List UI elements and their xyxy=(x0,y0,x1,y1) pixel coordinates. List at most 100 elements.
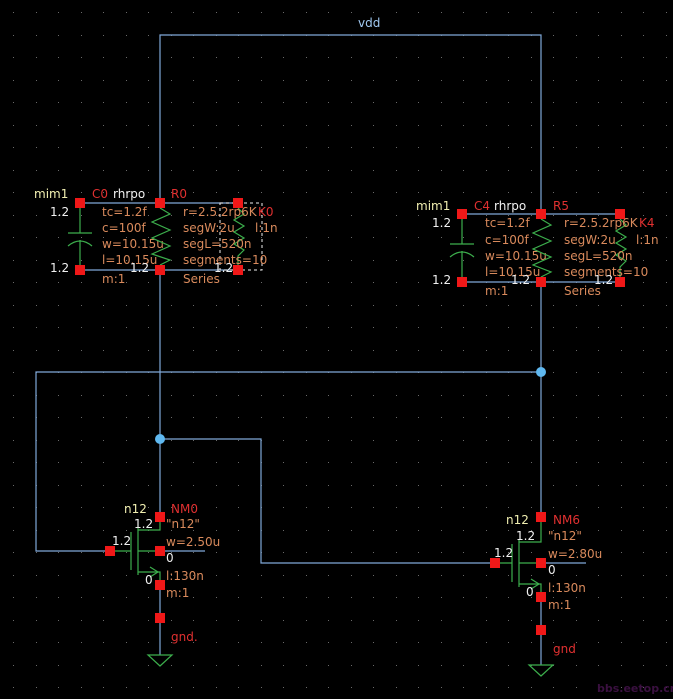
junction-dot-right[interactable] xyxy=(536,367,546,377)
grid-dot xyxy=(666,327,667,328)
grid-dot xyxy=(148,507,149,508)
grid-dot xyxy=(103,237,104,238)
grid-dot xyxy=(58,530,59,531)
pin-r5-top[interactable] xyxy=(536,209,546,219)
pin-nm0-body[interactable] xyxy=(155,546,165,556)
grid-dot xyxy=(238,665,239,666)
capacitor-c4[interactable]: mim1 C4 1.2 1.2 tc=1.2f c=100f w=10.15u … xyxy=(416,199,547,298)
pin-r5-aux-top[interactable] xyxy=(615,209,625,219)
grid-dot xyxy=(373,102,374,103)
grid-dot xyxy=(36,687,37,688)
grid-dot xyxy=(81,530,82,531)
grid-dot xyxy=(81,12,82,13)
grid-dot xyxy=(396,327,397,328)
grid-dot xyxy=(171,440,172,441)
grid-dot xyxy=(553,215,554,216)
pin-c0-top[interactable] xyxy=(75,198,85,208)
pin-c0-bottom[interactable] xyxy=(75,265,85,275)
r5-param-r: r=2.5.2rp6K xyxy=(564,216,639,230)
grid-dot xyxy=(216,215,217,216)
ground-left[interactable]: gnd. xyxy=(146,630,198,667)
pin-nm6-drain[interactable] xyxy=(536,512,546,522)
grid-dot xyxy=(126,102,127,103)
grid-dot xyxy=(238,305,239,306)
grid-dot xyxy=(306,597,307,598)
pin-r0-aux-top[interactable] xyxy=(233,198,243,208)
grid-dot xyxy=(531,192,532,193)
grid-dot xyxy=(103,440,104,441)
pin-r0-aux-bottom[interactable] xyxy=(233,265,243,275)
pin-r5-bottom[interactable] xyxy=(536,277,546,287)
grid-dot xyxy=(441,417,442,418)
grid-dot xyxy=(103,327,104,328)
grid-dot xyxy=(306,170,307,171)
grid-dot xyxy=(328,305,329,306)
grid-dot xyxy=(13,57,14,58)
pin-c4-bottom[interactable] xyxy=(457,277,467,287)
grid-dot xyxy=(598,237,599,238)
pin-r5-aux-bottom[interactable] xyxy=(615,277,625,287)
grid-dot xyxy=(148,462,149,463)
pin-nm6-gate[interactable] xyxy=(490,558,500,568)
wire-feedback-left[interactable] xyxy=(35,371,541,552)
grid-dot xyxy=(373,687,374,688)
grid-dot xyxy=(58,12,59,13)
junction-dot-left[interactable] xyxy=(155,434,165,444)
grid-dot xyxy=(13,192,14,193)
pin-r0-top[interactable] xyxy=(155,198,165,208)
pin-nm0-source[interactable] xyxy=(155,580,165,590)
grid-dot xyxy=(148,597,149,598)
pin-nm0-gnd[interactable] xyxy=(155,613,165,623)
grid-dot xyxy=(216,485,217,486)
grid-dot xyxy=(643,102,644,103)
nmos-nm6[interactable]: n12 NM6 1.2 "n12" 1.2 w=2.80u 0 0 l:130n… xyxy=(490,512,602,635)
grid-dot xyxy=(621,170,622,171)
grid-dot xyxy=(13,440,14,441)
pin-c4-top[interactable] xyxy=(457,209,467,219)
grid-dot xyxy=(58,170,59,171)
resistor-r0[interactable]: rhrpo R0 K0 r=2.5.2rp6K segW:2u l:1n seg… xyxy=(113,187,278,286)
grid-dot xyxy=(81,237,82,238)
pin-nm6-source[interactable] xyxy=(536,592,546,602)
grid-dot xyxy=(81,417,82,418)
grid-dot xyxy=(351,282,352,283)
grid-dot xyxy=(148,417,149,418)
grid-dot xyxy=(193,282,194,283)
grid-dot xyxy=(666,192,667,193)
pin-r0-bottom[interactable] xyxy=(155,265,165,275)
ground-right[interactable]: gnd xyxy=(527,642,576,677)
grid-dot xyxy=(418,237,419,238)
pin-nm6-gnd[interactable] xyxy=(536,625,546,635)
nm6-drain-lead xyxy=(519,517,542,543)
pin-nm0-gate[interactable] xyxy=(105,546,115,556)
grid-dot xyxy=(463,552,464,553)
pin-nm0-drain[interactable] xyxy=(155,512,165,522)
grid-dot xyxy=(193,575,194,576)
grid-dot xyxy=(531,440,532,441)
grid-dot xyxy=(486,57,487,58)
grid-dot xyxy=(418,575,419,576)
grid-dot xyxy=(328,282,329,283)
grid-dot xyxy=(666,462,667,463)
nm0-model-quoted: "n12" xyxy=(166,517,200,531)
grid-dot xyxy=(418,552,419,553)
grid-dot xyxy=(216,665,217,666)
grid-dot xyxy=(103,350,104,351)
nmos-nm0[interactable]: n12 NM0 1.2 "n12" 1.2 w=2.50u 0 0 l:130n… xyxy=(105,502,220,623)
grid-dot xyxy=(238,147,239,148)
wire-feedback-right[interactable] xyxy=(160,438,495,564)
capacitor-c0[interactable]: mim1 C0 1.2 1.2 tc=1.2f c=100f w=10.15u … xyxy=(34,187,164,286)
wire-vdd[interactable] xyxy=(159,34,542,214)
resistor-r5[interactable]: rhrpo R5 K4 r=2.5.2rp6K segW:2u l:1n seg… xyxy=(494,199,659,298)
grid-dot xyxy=(643,665,644,666)
grid-dot xyxy=(238,462,239,463)
pin-nm6-body[interactable] xyxy=(536,558,546,568)
grid-dot xyxy=(508,12,509,13)
grid-dot xyxy=(508,552,509,553)
grid-dot xyxy=(148,575,149,576)
grid-dot xyxy=(306,687,307,688)
grid-dot xyxy=(148,147,149,148)
grid-dot xyxy=(351,462,352,463)
grid-dot xyxy=(306,485,307,486)
